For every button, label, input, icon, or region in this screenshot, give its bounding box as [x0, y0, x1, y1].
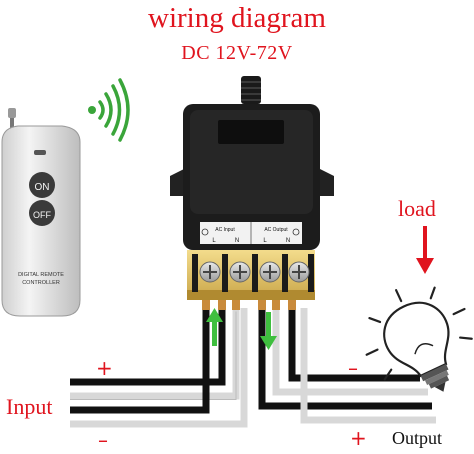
remote-led [34, 150, 46, 155]
output-label: Output [392, 428, 443, 448]
remote-control: ON OFF DIGITAL REMOTE CONTROLLER [1, 108, 81, 317]
output-negative-sign: – [348, 356, 358, 380]
input-terminal-l-label: L [212, 238, 216, 244]
screw-output-n [288, 261, 310, 283]
relay-module: AC Input AC Output L N L N [170, 76, 334, 300]
input-arrow-up-icon [206, 308, 223, 346]
input-wire-white-lower [70, 308, 248, 428]
output-terminal-l-label: L [263, 238, 267, 244]
output-positive-sign: + [350, 426, 367, 450]
remote-on-button[interactable] [29, 172, 55, 198]
output-arrow-down-icon [260, 312, 277, 350]
screw-input-l [199, 261, 221, 283]
light-bulb-icon [365, 286, 473, 392]
input-negative-sign: – [98, 428, 108, 452]
remote-brand-line2: CONTROLLER [22, 280, 60, 286]
relay-antenna [241, 76, 261, 104]
remote-off-label: OFF [33, 210, 51, 220]
wireless-signal-icon [88, 78, 130, 142]
screw-input-n [229, 261, 251, 283]
output-terminal-n-label: N [286, 238, 290, 244]
input-positive-sign: + [96, 356, 113, 380]
relay-led-window [218, 120, 284, 144]
remote-on-label: ON [35, 182, 50, 193]
output-group-label: AC Output [264, 227, 288, 233]
output-wire-white-lower [300, 308, 436, 424]
output-wire-negative [258, 308, 432, 410]
input-wire-positive [70, 308, 226, 386]
output-wire-positive [288, 308, 420, 382]
terminal-screws [199, 261, 310, 283]
load-arrow-down-icon [416, 226, 434, 274]
diagram-title: wiring diagram [148, 2, 326, 34]
input-label: Input [6, 394, 53, 419]
screw-output-l [259, 261, 281, 283]
mount-tab-right [318, 168, 334, 196]
input-wire-negative [70, 308, 210, 414]
voltage-range: DC 12V-72V [181, 42, 293, 64]
remote-brand-line1: DIGITAL REMOTE [18, 272, 64, 278]
load-label: load [398, 196, 436, 221]
mount-tab-left [170, 168, 186, 196]
wire-copper-tips [202, 300, 296, 310]
remote-off-button[interactable] [29, 200, 55, 226]
input-group-label: AC Input [215, 227, 235, 233]
input-terminal-n-label: N [235, 238, 239, 244]
